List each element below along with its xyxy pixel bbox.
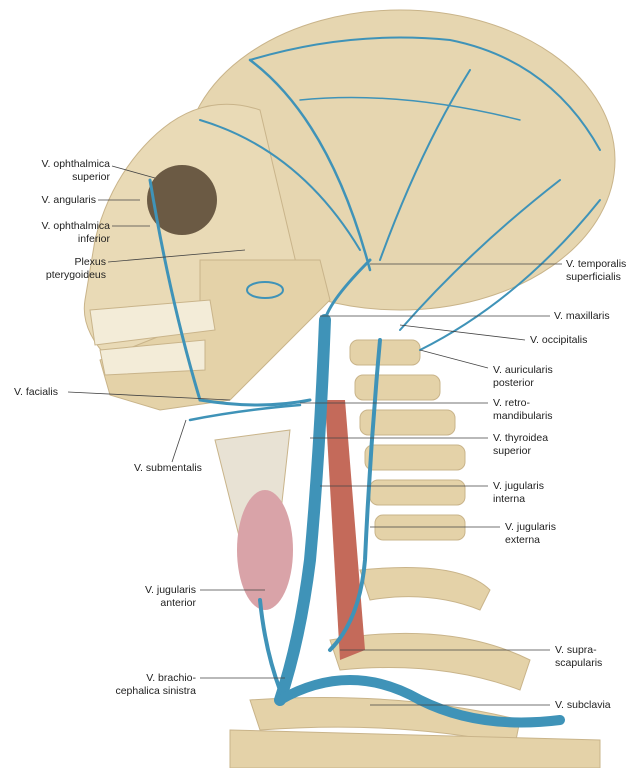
skull (83, 9, 616, 411)
leader-lines (67, 165, 562, 706)
label-line: scapularis (555, 656, 603, 669)
label-line: V. maxillaris (554, 310, 610, 322)
label-line: superficialis (566, 270, 621, 283)
cervical-spine (229, 339, 601, 768)
label-line: externa (505, 533, 541, 546)
label-v-suprascapularis: V. supra-scapularis (555, 644, 602, 669)
label-v-occipitalis: V. occipitalis (530, 334, 587, 347)
label-v-subclavia: V. subclavia (555, 699, 611, 712)
label-line: V. brachio- (146, 672, 196, 684)
label-v-angularis: V. angularis (42, 194, 96, 207)
label-line: V. retro- (493, 397, 530, 409)
veins (148, 36, 601, 728)
label-v-retromandibularis: V. retro-mandibularis (493, 397, 553, 422)
label-line: V. jugularis (505, 521, 556, 533)
label-line: superior (72, 170, 110, 183)
label-v-facialis: V. facialis (14, 386, 58, 399)
label-line: superior (493, 444, 531, 457)
label-line: V. ophthalmica (41, 220, 111, 232)
label-line: V. thyroidea (493, 432, 549, 444)
label-line: V. occipitalis (530, 334, 588, 346)
label-line: interna (493, 492, 526, 505)
label-line: mandibularis (493, 409, 553, 422)
label-line: V. auricularis (493, 364, 553, 376)
label-line: pterygoideus (45, 268, 106, 281)
label-line: V. supra- (555, 644, 597, 656)
label-line: V. jugularis (493, 480, 544, 492)
label-v-maxillaris: V. maxillaris (554, 310, 610, 323)
label-line: Plexus (74, 256, 106, 268)
thyroid-gland (237, 490, 293, 610)
label-line: posterior (493, 376, 534, 389)
sternocleidomastoid-muscle (325, 400, 365, 660)
label-line: V. temporalis (566, 258, 626, 270)
label-line: V. ophthalmica (41, 158, 111, 170)
label-line: V. jugularis (145, 584, 196, 596)
label-line: V. angularis (41, 194, 96, 206)
label-line: anterior (160, 596, 196, 609)
label-line: V. facialis (14, 386, 58, 398)
label-line: V. subclavia (555, 699, 611, 711)
label-line: cephalica sinistra (115, 684, 196, 697)
label-line: V. submentalis (134, 462, 202, 474)
label-v-brachiocephalica-sinistra: V. brachio-cephalica sinistra (115, 672, 196, 697)
label-v-submentalis: V. submentalis (134, 462, 202, 475)
label-line: inferior (77, 232, 110, 245)
